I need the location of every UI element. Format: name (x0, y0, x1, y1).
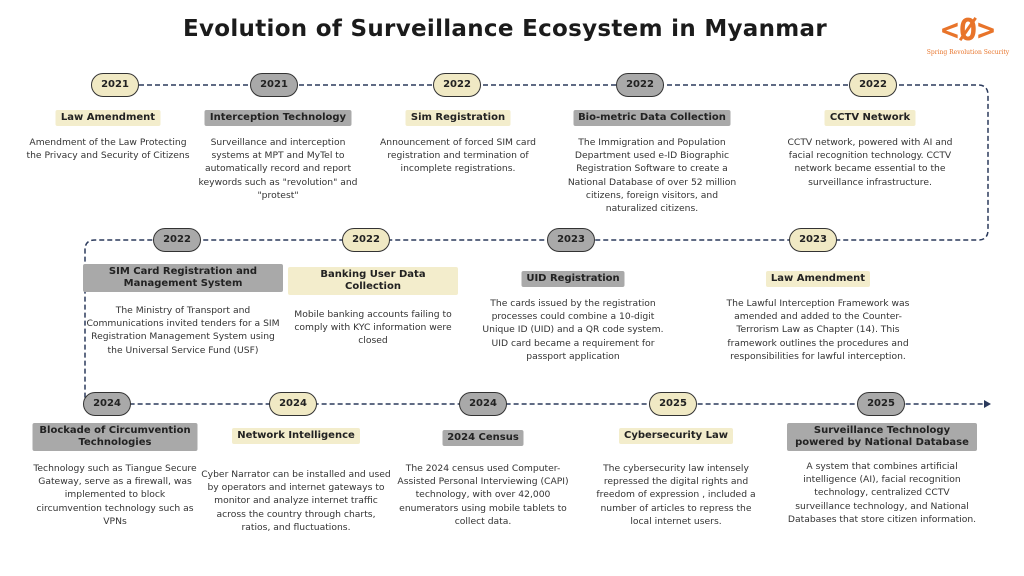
event-description: Mobile banking accounts failing to compl… (294, 309, 452, 347)
year-pill: 2023 (547, 228, 595, 252)
year-pill: 2021 (91, 73, 139, 97)
year-pill: 2021 (250, 73, 298, 97)
year-pill: 2024 (83, 392, 131, 416)
event-label-wrap: Network Intelligence (201, 423, 391, 444)
logo-mark: <Ø> (940, 13, 996, 48)
year-pill: 2024 (269, 392, 317, 416)
event-description: Technology such as Tiangue Secure Gatewa… (33, 463, 197, 527)
year-pill: 2023 (789, 228, 837, 252)
event-description: Announcement of forced SIM card registra… (379, 137, 537, 175)
event-description: Amendment of the Law Protecting the Priv… (26, 137, 190, 162)
event-label: Interception Technology (204, 110, 352, 126)
event-label: Blockade of Circumvention Technologies (32, 423, 198, 451)
event-label: Network Intelligence (232, 428, 360, 444)
timeline-dashed-line (84, 84, 989, 405)
event-label-wrap: Cybersecurity Law (591, 423, 761, 444)
event-description: A system that combines artificial intell… (787, 461, 977, 525)
event-description: Cyber Narrator can be installed and used… (201, 469, 391, 533)
event-description: The Ministry of Transport and Communicat… (86, 305, 280, 356)
event-label-wrap: Surveillance Technology powered by Natio… (787, 423, 977, 451)
event-label: Bio-metric Data Collection (573, 110, 731, 126)
year-pill: 2025 (857, 392, 905, 416)
arrow-head-icon (984, 400, 991, 408)
event-label: CCTV Network (824, 110, 916, 126)
event-label-wrap: SIM Card Registration and Management Sys… (83, 264, 283, 292)
event-description: The cards issued by the registration pro… (482, 298, 664, 362)
event-label-wrap: Bio-metric Data Collection (565, 105, 740, 126)
event-description: The Lawful Interception Framework was am… (726, 298, 910, 362)
event-label-wrap: CCTV Network (783, 105, 958, 126)
event-description: CCTV network, powered with AI and facial… (787, 137, 953, 188)
event-description: The 2024 census used Computer-Assisted P… (397, 463, 569, 527)
year-pill: 2022 (849, 73, 897, 97)
year-pill: 2022 (616, 73, 664, 97)
year-pill: 2022 (153, 228, 201, 252)
event-description: The Immigration and Population Departmen… (567, 137, 737, 215)
logo-text: Spring Revolution Security (926, 49, 1010, 56)
event-label-wrap: 2024 Census (396, 425, 571, 446)
event-description: The cybersecurity law intensely represse… (596, 463, 756, 527)
page-title: Evolution of Surveillance Ecosystem in M… (182, 16, 828, 42)
event-label: UID Registration (521, 271, 625, 287)
event-label: Surveillance Technology powered by Natio… (787, 423, 977, 451)
logo: <Ø> Spring Revolution Security (918, 13, 1018, 57)
year-pill: 2022 (342, 228, 390, 252)
event-label: SIM Card Registration and Management Sys… (83, 264, 283, 292)
event-label-wrap: Banking User Data Collection (288, 267, 458, 295)
event-label: Banking User Data Collection (288, 267, 458, 295)
event-description: Surveillance and interception systems at… (198, 137, 358, 201)
event-label-wrap: Law Amendment (21, 105, 196, 126)
event-label-wrap: UID Registration (481, 266, 666, 287)
event-label: Sim Registration (405, 110, 511, 126)
year-pill: 2025 (649, 392, 697, 416)
event-label-wrap: Interception Technology (191, 105, 366, 126)
event-label-wrap: Sim Registration (371, 105, 546, 126)
event-label-wrap: Law Amendment (718, 266, 918, 287)
event-label: 2024 Census (442, 430, 524, 446)
event-label-wrap: Blockade of Circumvention Technologies (32, 423, 198, 451)
event-label: Law Amendment (765, 271, 871, 287)
year-pill: 2022 (433, 73, 481, 97)
event-label: Law Amendment (55, 110, 161, 126)
event-label: Cybersecurity Law (618, 428, 733, 444)
year-pill: 2024 (459, 392, 507, 416)
